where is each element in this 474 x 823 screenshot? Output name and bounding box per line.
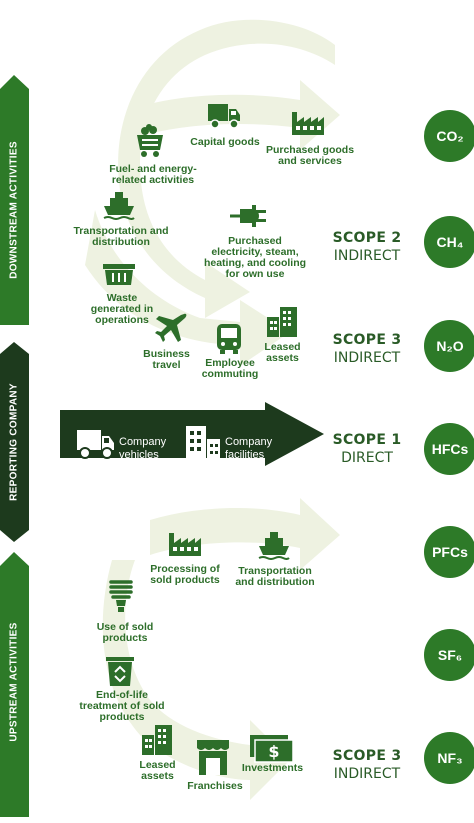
background-swoosh <box>118 19 335 318</box>
company-vehicles-label: Company vehicles <box>119 436 167 461</box>
capital-goods-label: Capital goods <box>190 136 260 148</box>
waste-label: Waste generated in operations <box>90 292 154 326</box>
fuel-energy-label: Fuel- and energy- related activities <box>109 163 197 186</box>
gas-pfcs: PFCs <box>424 526 474 578</box>
dumpster-icon <box>103 264 135 285</box>
ship-icon <box>258 532 290 560</box>
downstream-label: DOWNSTREAM ACTIVITIES <box>8 141 20 279</box>
bulb-icon <box>109 580 133 612</box>
gas-hfcs: HFCs <box>424 423 474 475</box>
upstream-bar: UPSTREAM ACTIVITIES <box>0 552 29 817</box>
gas-co2: CO₂ <box>424 110 474 162</box>
scope-title: SCOPE 3 <box>332 748 402 764</box>
storefront-icon <box>197 740 229 775</box>
scope2-block: SCOPE 2 INDIRECT <box>322 230 412 264</box>
scope-title: SCOPE 2 <box>332 230 402 246</box>
franchises-label: Franchises <box>187 780 243 792</box>
gas-n2o: N₂O <box>424 320 474 372</box>
scope3-top-block: SCOPE 3 INDIRECT <box>322 332 412 366</box>
money-icon: $ <box>250 735 294 763</box>
leased-assets-bottom-label: Leased assets <box>139 759 176 782</box>
purchased-electricity-label: Purchased electricity, steam, heating, a… <box>203 235 307 280</box>
ship-icon <box>103 192 135 220</box>
plug-icon <box>230 205 266 227</box>
buildings-icon <box>142 725 172 755</box>
scope-title: SCOPE 3 <box>332 332 402 348</box>
transport-distribution-bottom-label: Transportation and distribution <box>235 565 315 588</box>
end-of-life-label: End-of-life treatment of sold products <box>79 689 165 723</box>
employee-commuting-label: Employee commuting <box>201 357 259 380</box>
scope-subtitle: INDIRECT <box>333 350 401 366</box>
plane-icon <box>155 313 187 342</box>
svg-text:$: $ <box>268 742 279 761</box>
reporting-bar: REPORTING COMPANY <box>0 342 29 542</box>
scope1-block: SCOPE 1 DIRECT <box>322 432 412 466</box>
use-of-sold-products-label: Use of sold products <box>96 621 154 644</box>
reporting-label: REPORTING COMPANY <box>8 383 20 501</box>
scope-subtitle: INDIRECT <box>333 248 401 264</box>
investments-label: Investments <box>241 762 304 774</box>
bottom-top-orbit <box>150 498 340 570</box>
scope-subtitle: INDIRECT <box>333 766 401 782</box>
business-travel-label: Business travel <box>143 348 190 371</box>
truck-icon <box>208 104 240 129</box>
transport-distribution-label: Transportation and distribution <box>73 225 169 248</box>
purchased-goods-label: Purchased goods and services <box>265 144 355 167</box>
leased-assets-top-label: Leased assets <box>264 341 301 364</box>
upstream-label: UPSTREAM ACTIVITIES <box>8 622 20 742</box>
processing-sold-products-label: Processing of sold products <box>150 563 220 586</box>
recycle-bin-icon <box>106 657 134 686</box>
company-facilities-label: Company facilities <box>225 436 273 461</box>
bus-icon <box>217 324 241 354</box>
mine-cart-icon <box>137 124 163 157</box>
gas-nf3: NF₃ <box>424 732 474 784</box>
company-facilities-icon <box>186 426 220 462</box>
gas-sf6: SF₆ <box>424 629 474 681</box>
factory-icon <box>169 533 201 556</box>
scope3-bottom-block: SCOPE 3 INDIRECT <box>322 748 412 782</box>
gas-ch4: CH₄ <box>424 216 474 268</box>
buildings-icon <box>267 307 297 337</box>
downstream-bar: DOWNSTREAM ACTIVITIES <box>0 75 29 325</box>
scope-subtitle: DIRECT <box>341 450 393 466</box>
scope-title: SCOPE 1 <box>332 432 402 448</box>
factory-icon <box>292 112 324 135</box>
company-vehicles-icon <box>77 430 114 459</box>
